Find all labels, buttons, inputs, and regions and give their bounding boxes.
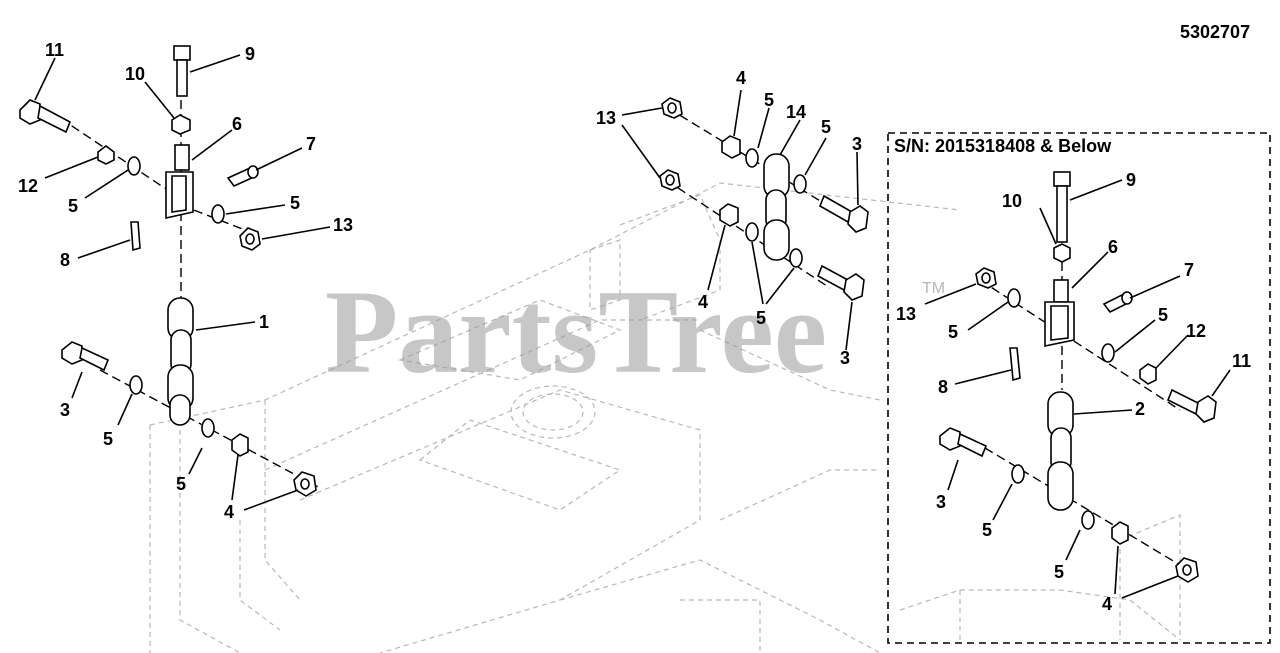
bolt-3: [818, 194, 869, 233]
chain-2: [1047, 391, 1074, 511]
lock-nut-4: [1111, 521, 1129, 545]
callout-5: 5: [948, 322, 958, 342]
callout-7: 7: [306, 134, 316, 154]
callout-14: 14: [786, 102, 806, 122]
washer-5: [789, 248, 803, 268]
washer-5: [1081, 510, 1095, 530]
nut-13: [661, 97, 683, 119]
callout-5: 5: [982, 520, 992, 540]
callout-2: 2: [1135, 399, 1145, 419]
cotter-pin-8: [130, 221, 141, 252]
chain-14: [763, 153, 790, 261]
bolt-9: [1053, 171, 1071, 243]
bolt-11: [19, 99, 72, 134]
washer-5: [1011, 464, 1025, 484]
washer-5: [1101, 343, 1115, 363]
callout-9: 9: [245, 44, 255, 64]
callout-5: 5: [176, 474, 186, 494]
nut-10: [1053, 243, 1071, 263]
nut-4: [293, 471, 317, 497]
washer-5: [201, 418, 215, 438]
callout-3: 3: [60, 400, 70, 420]
callout-13: 13: [333, 215, 353, 235]
callout-11: 11: [45, 40, 64, 60]
callout-4: 4: [698, 292, 708, 312]
swivel-6: [165, 144, 194, 219]
bolt-11: [1166, 388, 1217, 423]
callout-8: 8: [60, 250, 70, 270]
inset-box: [887, 132, 1271, 644]
chain-1: [167, 297, 194, 426]
washer-5: [1007, 288, 1021, 308]
washer-5: [745, 148, 759, 168]
callout-13: 13: [896, 304, 916, 324]
washer-5: [127, 156, 141, 176]
callout-1: 1: [259, 312, 269, 332]
callout-8: 8: [938, 377, 948, 397]
callout-12: 12: [18, 176, 38, 196]
bolt-3: [939, 427, 988, 458]
nut-13: [239, 227, 261, 251]
nut-10: [171, 114, 191, 135]
callout-3: 3: [840, 348, 850, 368]
swivel-6: [1044, 279, 1075, 347]
callout-4: 4: [1102, 594, 1112, 614]
pin-7: [226, 165, 259, 187]
callout-3: 3: [852, 134, 862, 154]
callout-5: 5: [68, 196, 78, 216]
callout-10: 10: [125, 64, 145, 84]
callout-3: 3: [936, 492, 946, 512]
callout-9: 9: [1126, 170, 1136, 190]
nut-12: [1139, 363, 1157, 385]
pin-7: [1102, 291, 1133, 314]
inset-callouts: 10 9 6 7 13 5 5 12 11 8 2 3 5 5 4: [896, 170, 1251, 614]
callout-7: 7: [1184, 260, 1194, 280]
callout-6: 6: [1108, 237, 1118, 257]
document-number: 5302707: [1180, 22, 1250, 42]
serial-number-label: S/N: 2015318408 & Below: [894, 136, 1112, 156]
callout-12: 12: [1186, 321, 1206, 341]
left-assembly: [19, 45, 321, 497]
bolt-3: [816, 264, 865, 301]
callout-5: 5: [103, 429, 113, 449]
lock-nut-4: [231, 433, 249, 457]
left-leaders: [34, 54, 331, 511]
callout-4: 4: [224, 502, 234, 522]
bolt-3: [61, 341, 110, 372]
washer-5: [211, 204, 225, 224]
callout-5: 5: [1054, 562, 1064, 582]
washer-5: [129, 375, 143, 395]
middle-callouts: 4 5 14 5 13 3 4 5 3: [596, 68, 862, 368]
callout-5: 5: [764, 90, 774, 110]
bolt-9: [173, 45, 191, 97]
watermark-trademark: TM: [922, 280, 945, 297]
lock-nut-4: [719, 203, 739, 227]
frame-outline: [149, 182, 1181, 653]
callout-5: 5: [1158, 305, 1168, 325]
lock-nut-4: [721, 135, 741, 159]
nut-4: [1175, 557, 1199, 583]
nut-13: [659, 169, 681, 191]
callout-13: 13: [596, 108, 616, 128]
callout-6: 6: [232, 114, 242, 134]
washer-5: [745, 222, 759, 242]
callout-4: 4: [736, 68, 746, 88]
left-callouts: 11 9 10 6 7 12 5 5 13 8 1 3 5 5 4: [18, 40, 353, 522]
inset-leaders: [924, 179, 1231, 599]
callout-5: 5: [756, 308, 766, 328]
callout-5: 5: [290, 193, 300, 213]
washer-5: [793, 174, 807, 194]
nut-13: [975, 267, 997, 289]
callout-10: 10: [1002, 191, 1022, 211]
nut-12: [97, 145, 115, 165]
callout-5: 5: [821, 117, 831, 137]
inset-assembly: [939, 171, 1217, 583]
middle-leaders: [621, 89, 859, 351]
cotter-pin-8: [1009, 347, 1021, 382]
middle-assembly: [659, 97, 869, 301]
callout-11: 11: [1232, 351, 1251, 371]
watermark-text: PartsTree: [325, 265, 827, 398]
